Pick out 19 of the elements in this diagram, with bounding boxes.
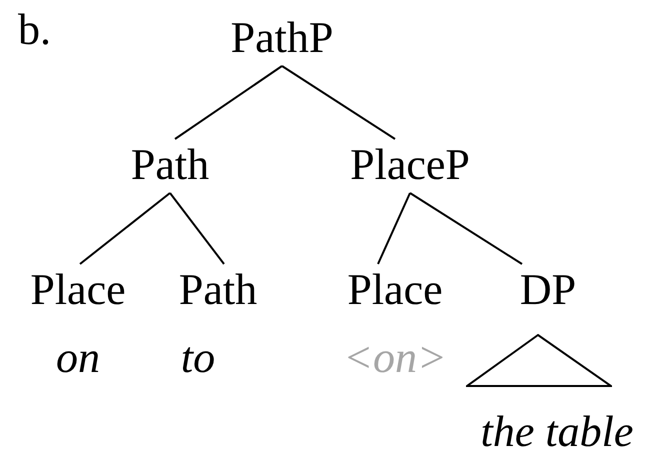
word-label: the table (480, 410, 634, 454)
tree-node-label: Place (347, 268, 443, 312)
tree-node-label: Path (130, 143, 210, 187)
tree-branch (377, 192, 411, 264)
word-label: to (180, 336, 216, 380)
tree-branch (174, 65, 283, 140)
tree-node-label: Path (178, 268, 258, 312)
tree-node-label: Place (30, 268, 126, 312)
word-label: <on> (343, 336, 447, 380)
tree-node-label: DP (520, 268, 576, 312)
word-label: on (56, 336, 100, 380)
tree-branch (281, 65, 396, 140)
triangle-symbol (466, 334, 612, 387)
tree-branch (169, 192, 225, 265)
tree-branch (79, 192, 171, 265)
tree-node-label: PlaceP (350, 143, 470, 187)
tree-branch (409, 192, 523, 265)
example-label: b. (18, 8, 51, 52)
tree-node-label: PathP (230, 16, 334, 60)
